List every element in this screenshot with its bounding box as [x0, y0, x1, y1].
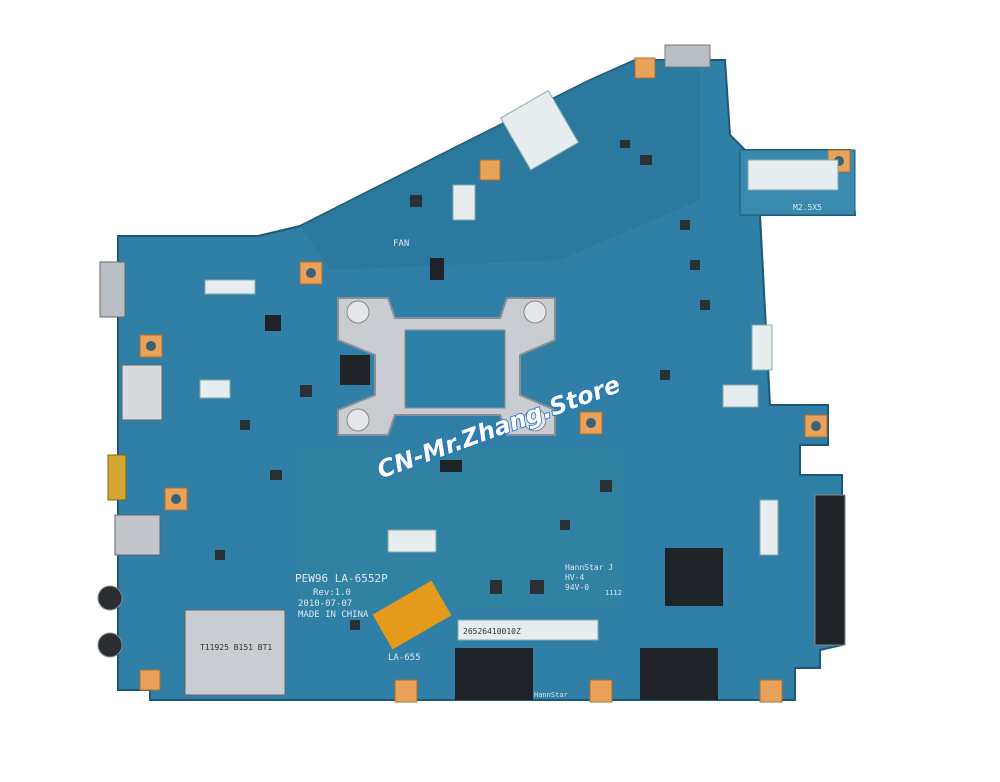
corner-label: M2.5X5 [793, 203, 822, 212]
board-date: 2010-07-07 [298, 599, 352, 609]
left-ports [97, 261, 286, 696]
serial-sticker: 26526410010Z [463, 627, 521, 636]
board-code: LA-655 [388, 653, 421, 663]
card-reader [184, 609, 286, 696]
board-rev: Rev:1.0 [313, 588, 351, 598]
small-code: 1112 [605, 589, 622, 597]
hannstar-line2: HV-4 [565, 573, 584, 582]
hannstar-chip-label: HannStar [534, 691, 568, 699]
fan-label: FAN [393, 239, 409, 249]
hdmi-port [107, 454, 127, 501]
audio-jack-2 [97, 632, 123, 658]
heatsink-bracket [337, 297, 556, 436]
board-origin: MADE IN CHINA [298, 610, 369, 620]
board-model: PEW96 LA-6552P [295, 572, 388, 585]
ethernet-port [121, 364, 163, 421]
usb-port [114, 514, 161, 556]
chips [265, 258, 723, 700]
power-connector [664, 44, 711, 68]
orange-sticker [372, 580, 452, 650]
hannstar-line1: HannStar J [565, 563, 613, 572]
smd-components [215, 140, 710, 630]
vga-port [99, 261, 126, 318]
white-connectors [199, 89, 839, 641]
hannstar-line3: 94V-0 [565, 583, 589, 592]
sata-connector [814, 494, 846, 646]
cardreader-label: T11925 B151 BT1 [200, 643, 272, 652]
audio-jack-1 [97, 585, 123, 611]
